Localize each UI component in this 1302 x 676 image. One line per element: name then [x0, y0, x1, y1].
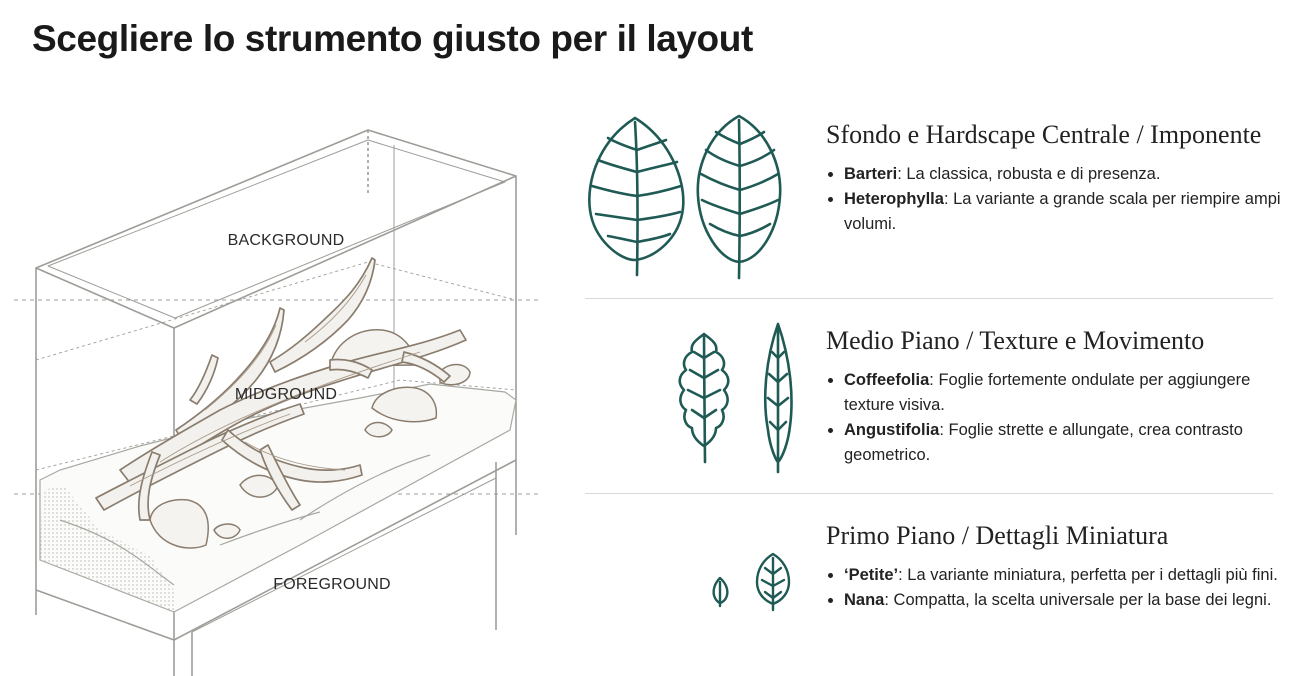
- zone-label-foreground: FOREGROUND: [273, 576, 391, 593]
- section-heading: Primo Piano / Dettagli Miniatura: [826, 521, 1169, 550]
- zone-guides: [14, 261, 540, 495]
- section-divider: [585, 493, 1273, 494]
- list-item: Angustifolia: Foglie strette e allungate…: [844, 418, 1286, 468]
- section-foreground: Primo Piano / Dettagli Miniatura ‘Petite…: [826, 518, 1286, 613]
- small-leaves-illustration: [712, 552, 791, 612]
- list-item: ‘Petite’: La variante miniatura, perfett…: [844, 563, 1286, 588]
- petite-leaf-icon: [712, 576, 729, 608]
- zone-label-midground: MIDGROUND: [235, 386, 337, 403]
- plant-list: Coffeefolia: Foglie fortemente ondulate …: [826, 368, 1286, 468]
- section-background: Sfondo e Hardscape Centrale / Imponente …: [826, 117, 1286, 237]
- large-leaves-illustration: [588, 114, 782, 280]
- section-divider: [585, 298, 1273, 299]
- medium-leaves-illustration: [678, 322, 793, 474]
- list-item: Heterophylla: La variante a grande scala…: [844, 187, 1286, 237]
- page-title: Scegliere lo strumento giusto per il lay…: [32, 18, 753, 59]
- list-item: Nana: Compatta, la scelta universale per…: [844, 588, 1286, 613]
- plant-name: Coffeefolia: [844, 371, 930, 389]
- aquarium-tank: [35, 129, 517, 676]
- section-midground: Medio Piano / Texture e Movimento Coffee…: [826, 323, 1286, 468]
- plant-name: Barteri: [844, 165, 898, 183]
- zone-label-background: BACKGROUND: [228, 232, 345, 249]
- angustifolia-leaf-icon: [763, 322, 793, 474]
- plant-description: Compatta, la scelta universale per la ba…: [893, 591, 1272, 609]
- plant-name: Heterophylla: [844, 190, 944, 208]
- plant-description: La variante a grande scala per riempire …: [844, 190, 1281, 233]
- substrate: [39, 383, 517, 613]
- plant-description: La classica, robusta e di presenza.: [906, 165, 1161, 183]
- coffeefolia-leaf-icon: [678, 332, 730, 464]
- list-item: Coffeefolia: Foglie fortemente ondulate …: [844, 368, 1286, 418]
- plant-list: ‘Petite’: La variante miniatura, perfett…: [826, 563, 1286, 613]
- list-item: Barteri: La classica, robusta e di prese…: [844, 162, 1286, 187]
- section-heading: Sfondo e Hardscape Centrale / Imponente: [826, 120, 1262, 149]
- nana-leaf-icon: [755, 552, 791, 612]
- driftwood: [95, 257, 467, 521]
- section-heading: Medio Piano / Texture e Movimento: [826, 326, 1205, 355]
- plant-name: Nana: [844, 591, 885, 609]
- aquarium-illustration: BACKGROUND MIDGROUND FOREGROUND: [14, 129, 540, 676]
- plant-description: Foglie strette e allungate, crea contras…: [844, 421, 1243, 464]
- barteri-leaf-icon: [588, 116, 685, 277]
- heterophylla-leaf-icon: [696, 114, 782, 280]
- driftwood-grain: [129, 274, 421, 487]
- plant-name: Angustifolia: [844, 421, 940, 439]
- plant-description: Foglie fortemente ondulate per aggiunger…: [844, 371, 1251, 414]
- plant-list: Barteri: La classica, robusta e di prese…: [826, 162, 1286, 237]
- plant-name: ‘Petite’: [844, 566, 899, 584]
- plant-description: La variante miniatura, perfetta per i de…: [907, 566, 1278, 584]
